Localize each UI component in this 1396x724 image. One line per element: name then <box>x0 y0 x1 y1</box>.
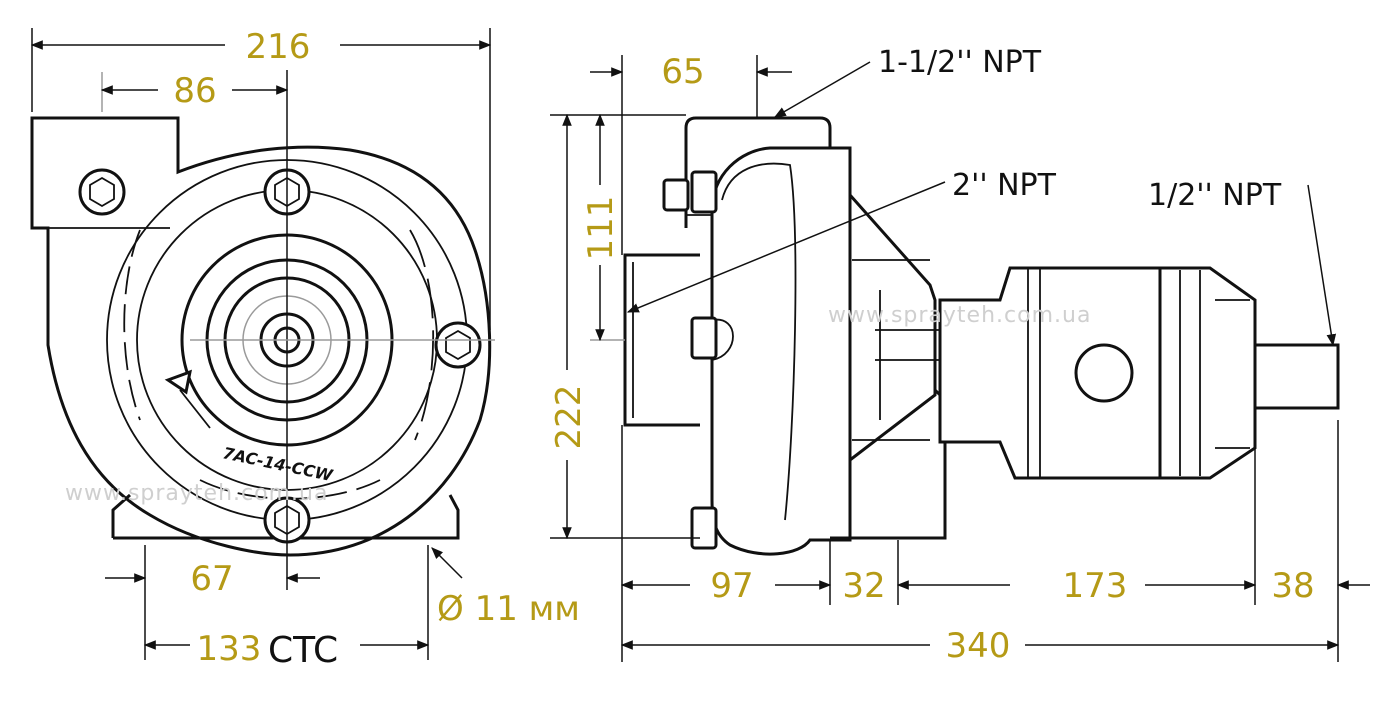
dim-offset-to-center: 86 <box>173 71 216 111</box>
motor-junction <box>1074 343 1134 403</box>
dim-motor-length: 173 <box>1063 566 1128 606</box>
dim-suction-width: 65 <box>661 52 704 92</box>
pump-casing-bolt <box>711 318 734 361</box>
dim-foot-offset: 67 <box>190 559 233 599</box>
side-bolt-bottom <box>690 506 718 550</box>
side-view: 65 111 222 97 32 173 38 340 1-1/2' <box>549 45 1370 666</box>
dim-overall-length: 340 <box>946 626 1011 666</box>
pump-casing-side <box>710 146 852 556</box>
bracket-inner <box>852 259 930 441</box>
dim-bolt-spacing-suffix: CTC <box>268 630 338 671</box>
bolt-right <box>434 321 482 369</box>
watermark-side: www.sprayteh.com.ua <box>828 303 1091 328</box>
label-drain-port: 1/2'' NPT <box>1148 178 1282 213</box>
dim-port-height: 111 <box>581 196 621 261</box>
rotation-arrow-icon <box>164 369 192 395</box>
dim-pump-length: 97 <box>710 566 753 606</box>
leader-discharge <box>773 61 871 118</box>
model-stamp: 7AC-14-CCW <box>221 443 335 485</box>
end-cap-ribs <box>1179 270 1250 476</box>
watermark-front: www.sprayteh.com.ua <box>65 481 328 506</box>
casing-rib <box>409 229 435 441</box>
bolt-left <box>78 168 126 216</box>
bracket <box>848 194 937 462</box>
shaft-coupling <box>875 290 945 420</box>
dim-shaft-length: 38 <box>1271 566 1314 606</box>
discharge-block <box>684 116 832 228</box>
dim-bracket-length: 32 <box>842 566 885 606</box>
side-bolt-top <box>662 178 690 212</box>
casing-rib <box>123 229 141 421</box>
label-discharge-port: 1-1/2'' NPT <box>878 45 1042 80</box>
hole-leader <box>431 547 463 579</box>
dim-overall-height: 222 <box>549 385 589 450</box>
dim-hole-diameter: Ø 11 мм <box>437 589 580 629</box>
front-view: 7AC-14-CCW 216 86 67 133 CTC Ø 11 мм www… <box>30 27 580 671</box>
pump-casing-curve <box>721 162 797 521</box>
leader-drain <box>1307 184 1337 347</box>
volute-casing <box>30 116 492 557</box>
output-shaft <box>1255 343 1340 410</box>
dim-bolt-spacing: 133 <box>197 629 262 669</box>
label-suction-port: 2'' NPT <box>952 168 1057 203</box>
side-bolt-mid <box>690 316 718 360</box>
leader-suction <box>626 181 946 313</box>
side-bolt-top-2 <box>690 170 718 214</box>
rotation-arrow-tail <box>179 389 211 429</box>
dim-overall-width: 216 <box>246 27 311 67</box>
suction-flange <box>623 253 700 427</box>
